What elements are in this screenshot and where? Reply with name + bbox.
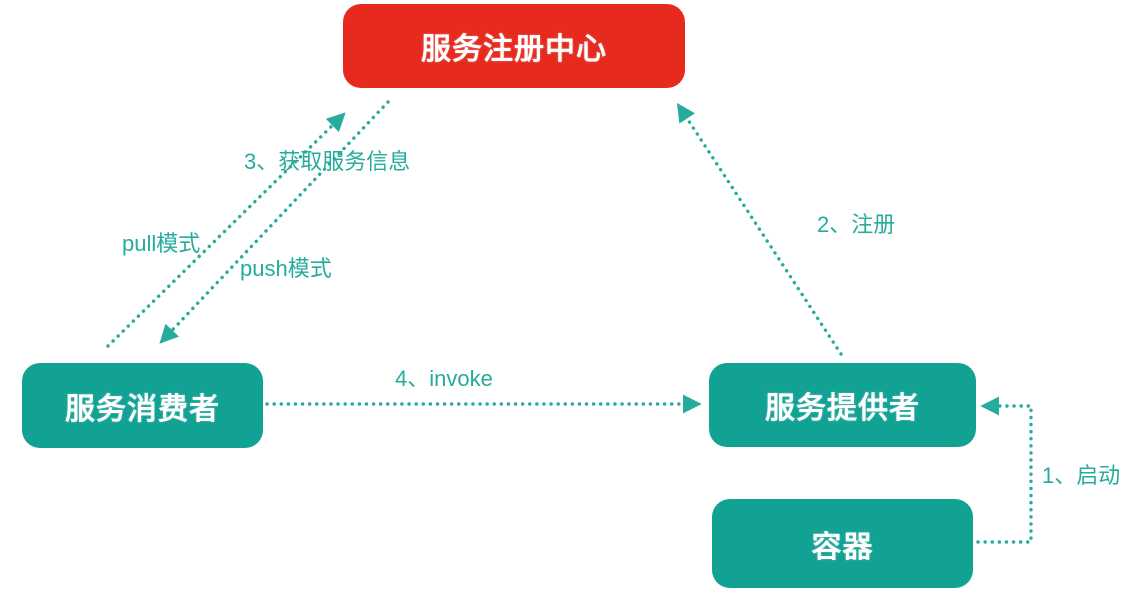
node-service-provider-label: 服务提供者 bbox=[765, 392, 920, 425]
node-service-consumer: 服务消费者 bbox=[22, 363, 263, 448]
edge-label-push-mode: push模式 bbox=[240, 256, 332, 281]
arrow-pull-mode bbox=[106, 112, 346, 348]
arrow-start bbox=[976, 396, 1033, 544]
node-container-label: 容器 bbox=[811, 530, 874, 564]
edge-label-register: 2、注册 bbox=[817, 212, 896, 237]
edge-label-fetch-service-info: 3、获取服务信息 bbox=[244, 149, 411, 174]
edge-label-invoke: 4、invoke bbox=[395, 366, 493, 391]
edge-label-start: 1、启动 bbox=[1042, 463, 1121, 488]
node-service-consumer-label: 服务消费者 bbox=[65, 392, 220, 426]
node-service-registry-label: 服务注册中心 bbox=[421, 33, 607, 66]
arrow-push-mode bbox=[159, 100, 390, 344]
node-service-provider: 服务提供者 bbox=[709, 363, 976, 447]
node-container: 容器 bbox=[712, 499, 973, 588]
node-service-registry: 服务注册中心 bbox=[343, 4, 685, 88]
edge-label-pull-mode: pull模式 bbox=[122, 231, 201, 256]
arrow-register bbox=[676, 102, 843, 356]
